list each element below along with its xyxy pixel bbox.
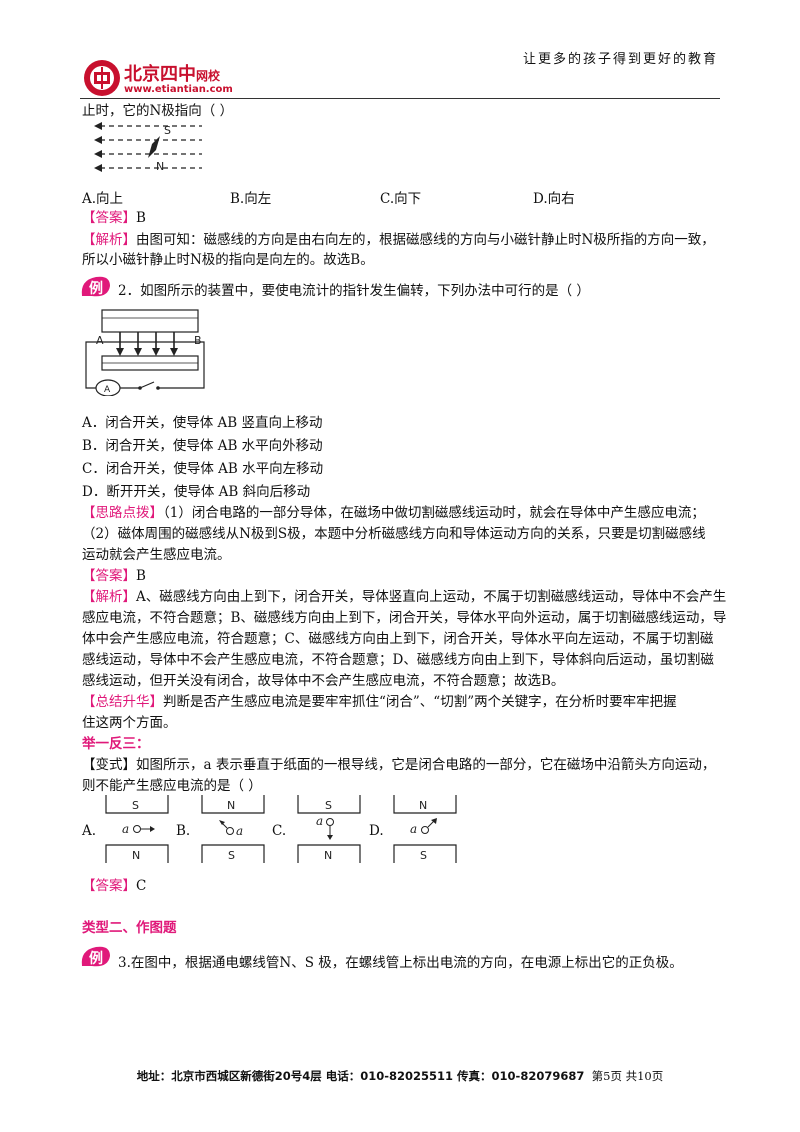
panel-a-top-pole: S bbox=[132, 799, 139, 812]
school-logo-icon bbox=[84, 60, 120, 96]
variant-panel-c: S N a bbox=[297, 795, 361, 863]
footer-contact: 地址：北京市西城区新德街20号4层 电话：010-82025511 传真：010… bbox=[136, 1069, 585, 1083]
q2-option-c: C．闭合开关，使导体 AB 水平向左移动 bbox=[82, 461, 324, 477]
svg-text:例: 例 bbox=[89, 950, 103, 967]
variant-stem-1: 【变式】如图所示，a 表示垂直于纸面的一根导线，它是闭合电路的一部分，它在磁场中… bbox=[82, 757, 716, 773]
logo-url: www.etiantian.com bbox=[124, 84, 233, 95]
q2-fig-meter-label: A bbox=[104, 385, 111, 395]
variant-label-c: C. bbox=[272, 823, 287, 839]
q2-hint-2: （2）磁体周围的磁感线从N极到S极，本题中分析磁感线方向和导体运动方向的关系，只… bbox=[82, 526, 706, 542]
q2-summary-2: 住这两个方面。 bbox=[82, 715, 177, 731]
section2-heading: 类型二、作图题 bbox=[82, 920, 177, 936]
panel-c-top-pole: S bbox=[325, 799, 332, 812]
q1-analysis-1: 【解析】由图可知：磁感线的方向是由右向左的，根据磁感线的方向与小磁针静止时N极所… bbox=[82, 232, 715, 248]
q1-fig-s-label: S bbox=[164, 124, 171, 137]
q1-answer: 【答案】B bbox=[82, 210, 146, 226]
q2-fig-label-a: A bbox=[96, 334, 104, 347]
q1-fig-n-label: N bbox=[156, 160, 164, 173]
variant-label-b: B. bbox=[176, 823, 191, 839]
page-footer: 地址：北京市西城区新德街20号4层 电话：010-82025511 传真：010… bbox=[0, 1068, 800, 1084]
panel-b-bottom-pole: S bbox=[228, 849, 235, 862]
q2-fig-label-b: B bbox=[194, 334, 202, 347]
q2-option-b: B．闭合开关，使导体 AB 水平向外移动 bbox=[82, 438, 323, 454]
q2-analysis-5: 感线运动，但开关没有闭合，故导体中不会产生感应电流，不符合题意；故选B。 bbox=[82, 673, 565, 689]
q2-hint-1: 【思路点拨】（1）闭合电路的一部分导体，在磁场中做切割磁感线运动时，就会在导体中… bbox=[82, 505, 705, 521]
variant-panel-d: N S a bbox=[393, 795, 457, 863]
q2-summary-1: 【总结升华】判断是否产生感应电流是要牢牢抓住“闭合”、“切割”两个关键字，在分析… bbox=[82, 694, 677, 710]
q3-stem: 3.在图中，根据通电螺线管N、S 极，在螺线管上标出电流的方向，在电源上标出它的… bbox=[118, 955, 683, 971]
panel-c-bottom-pole: N bbox=[324, 849, 332, 862]
variant-panel-b: N S a bbox=[201, 795, 265, 863]
panel-d-wire-label: a bbox=[410, 822, 417, 836]
logo-name: 北京四中网校 bbox=[124, 64, 221, 85]
q2-analysis-4: 感线运动，导体中不会产生感应电流，不符合题意；D、磁感线方向由上到下，导体斜向后… bbox=[82, 652, 714, 668]
q2-figure-apparatus: A B A bbox=[85, 309, 205, 396]
panel-d-bottom-pole: S bbox=[420, 849, 427, 862]
q1-figure-compass: S N bbox=[94, 122, 202, 173]
q1-stem-tail: 止时，它的N极指向（ ） bbox=[82, 103, 234, 119]
variant-answer: 【答案】C bbox=[82, 878, 147, 894]
example-badge-icon: 例 bbox=[81, 276, 110, 297]
q2-analysis-1: 【解析】A、磁感线方向由上到下，闭合开关，导体竖直向上运动，不属于切割磁感线运动… bbox=[82, 589, 727, 605]
variant-panel-a: S N a bbox=[105, 795, 169, 863]
panel-a-bottom-pole: N bbox=[132, 849, 140, 862]
q2-option-a: A．闭合开关，使导体 AB 竖直向上移动 bbox=[82, 415, 323, 431]
footer-page-number: 第5页 共10页 bbox=[591, 1069, 664, 1083]
q2-stem: 2．如图所示的装置中，要使电流计的指针发生偏转，下列办法中可行的是（ ） bbox=[118, 283, 590, 299]
variant-label-a: A. bbox=[82, 823, 97, 839]
q2-analysis-2: 感应电流，不符合题意；B、磁感线方向由上到下，闭合开关，导体水平向外运动，属于切… bbox=[82, 610, 727, 626]
q2-answer: 【答案】B bbox=[82, 568, 146, 584]
example-badge-icon: 例 bbox=[81, 946, 110, 967]
panel-d-top-pole: N bbox=[419, 799, 427, 812]
q1-option-d: D.向右 bbox=[533, 191, 575, 207]
svg-text:例: 例 bbox=[89, 280, 103, 297]
q2-analysis-3: 体中会产生感应电流，符合题意；C、磁感线方向由上到下，闭合开关，导体水平向左运动… bbox=[82, 631, 714, 647]
header-divider bbox=[80, 98, 720, 99]
q2-option-d: D．断开开关，使导体 AB 斜向后移动 bbox=[82, 484, 311, 500]
panel-b-top-pole: N bbox=[227, 799, 235, 812]
q1-analysis-2: 所以小磁针静止时N极的指向是向左的。故选B。 bbox=[82, 252, 374, 268]
variant-label-d: D. bbox=[369, 823, 384, 839]
header-slogan: 让更多的孩子得到更好的教育 bbox=[522, 52, 718, 67]
q1-option-b: B.向左 bbox=[230, 191, 272, 207]
q1-option-c: C.向下 bbox=[380, 191, 422, 207]
variant-stem-2: 则不能产生感应电流的是（ ） bbox=[82, 778, 262, 794]
panel-c-wire-label: a bbox=[316, 814, 323, 828]
variant-heading: 举一反三： bbox=[82, 736, 150, 752]
q1-option-a: A.向上 bbox=[82, 191, 124, 207]
q2-hint-3: 运动就会产生感应电流。 bbox=[82, 547, 231, 563]
panel-b-wire-label: a bbox=[236, 824, 243, 838]
panel-a-wire-label: a bbox=[122, 822, 129, 836]
